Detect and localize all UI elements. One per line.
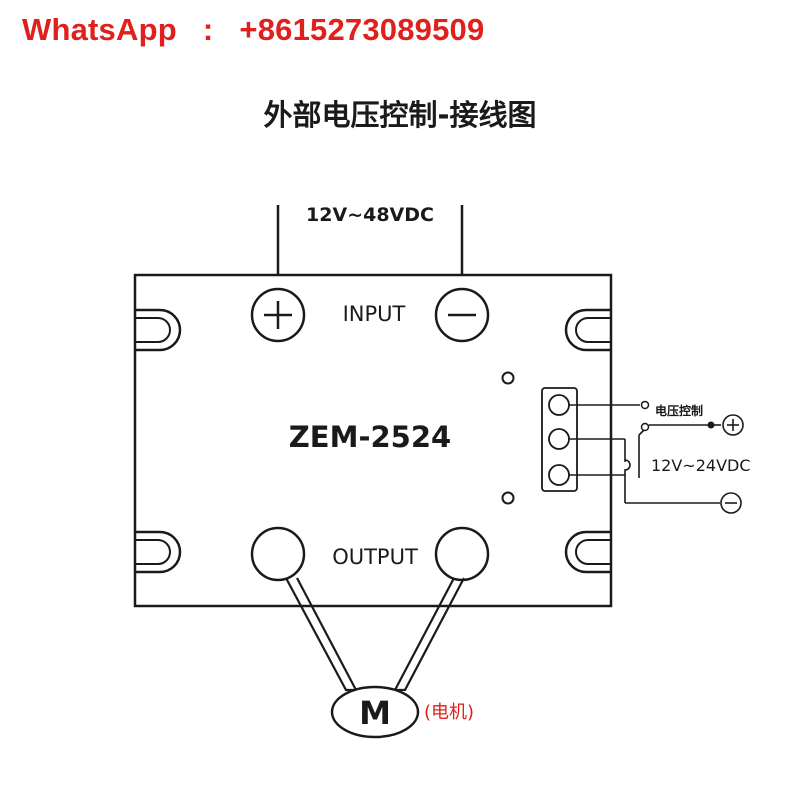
- contact-separator: :: [202, 12, 214, 47]
- mounting-slot-bottom-left: [136, 530, 182, 574]
- indicator-hole-bottom: [501, 491, 515, 505]
- mounting-slot-top-right: [564, 308, 610, 352]
- motor-note: (电机): [424, 702, 474, 723]
- mounting-slot-bottom-right: [564, 530, 610, 574]
- indicator-hole-top: [501, 371, 515, 385]
- control-terminal-1: [548, 394, 570, 416]
- contact-banner: WhatsApp: +8615273089509: [22, 12, 484, 48]
- plus-icon: [727, 419, 739, 431]
- diagram-title: 外部电压控制-接线图: [263, 98, 537, 132]
- motor: [330, 685, 420, 739]
- plus-icon: [264, 301, 292, 329]
- control-plus-terminal: [722, 414, 744, 436]
- input-minus-terminal: [434, 287, 490, 343]
- control-terminal-3: [548, 464, 570, 486]
- motor-symbol: M: [359, 694, 391, 732]
- model-name: ZEM-2524: [289, 420, 451, 454]
- input-plus-terminal: [250, 287, 306, 343]
- control-voltage-label: 12V~24VDC: [651, 456, 751, 475]
- phone-number: +8615273089509: [239, 12, 485, 47]
- input-label: INPUT: [343, 302, 406, 326]
- control-terminal-2: [548, 428, 570, 450]
- supply-voltage-label: 12V~48VDC: [306, 204, 434, 226]
- control-switch-contact-bottom: [640, 422, 650, 432]
- control-minus-terminal: [720, 492, 742, 514]
- voltage-control-label: 电压控制: [655, 403, 703, 418]
- output-label: OUTPUT: [332, 545, 418, 569]
- module-body: [133, 273, 613, 608]
- output-terminal-right: [434, 526, 490, 582]
- mounting-slot-top-left: [136, 308, 182, 352]
- control-plus-node: [707, 421, 715, 429]
- control-switch-contact-top: [640, 400, 650, 410]
- output-terminal-left: [250, 526, 306, 582]
- whatsapp-label: WhatsApp: [22, 12, 177, 47]
